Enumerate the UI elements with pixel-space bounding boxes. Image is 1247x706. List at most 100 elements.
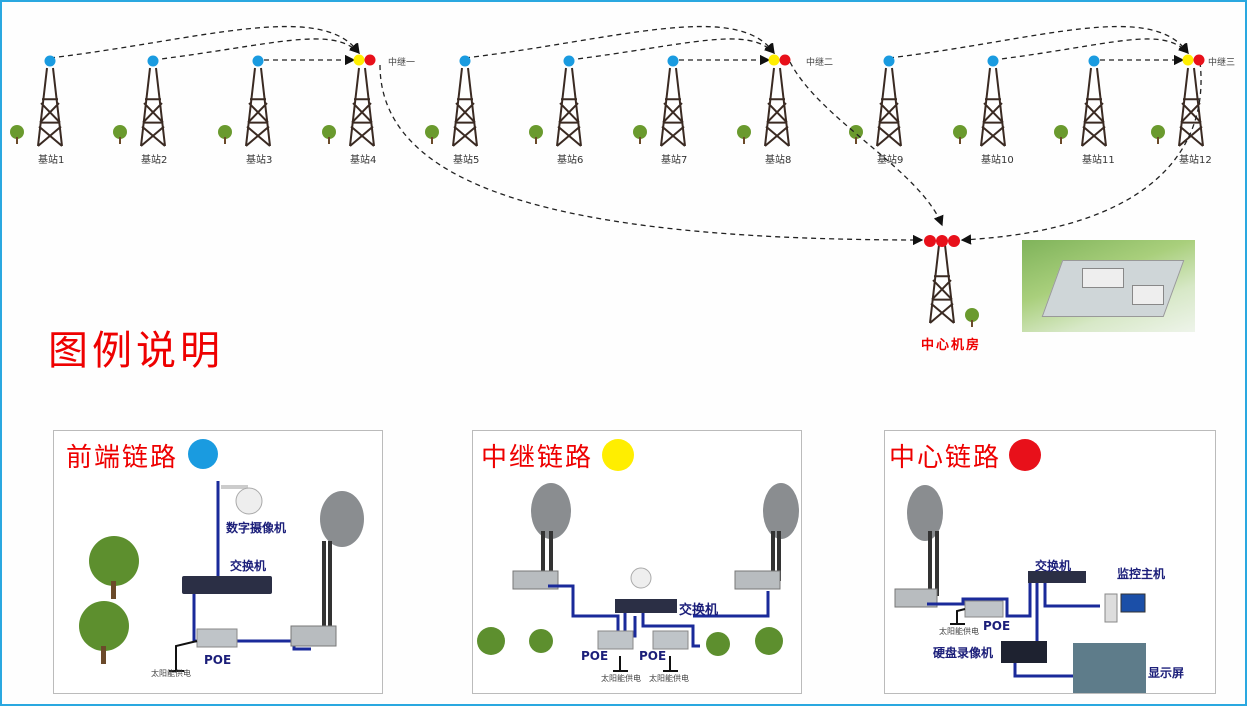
- tower-icon: [929, 244, 955, 324]
- tower-icon: [349, 67, 375, 147]
- station-label: 基站9: [877, 155, 904, 166]
- camera-label: 数字摄像机: [226, 521, 287, 535]
- tree-icon: [633, 125, 647, 139]
- camera-icon: [235, 487, 263, 515]
- poe-label-1: POE: [581, 649, 609, 663]
- poe-icon: [652, 630, 689, 650]
- tree-icon: [322, 125, 336, 139]
- tree-icon: [425, 125, 439, 139]
- substation-image: [1022, 240, 1195, 332]
- station-label: 基站2: [141, 155, 168, 166]
- relay-label-2: 中继二: [806, 58, 834, 68]
- tree-icon: [737, 125, 751, 139]
- dish-antenna-icon: [320, 491, 364, 547]
- poe-icon: [196, 628, 238, 648]
- station-label: 基站6: [557, 155, 584, 166]
- tower-icon: [452, 67, 478, 147]
- solar-label-1: 太阳能供电: [601, 674, 641, 683]
- relay-dot-icon: [602, 439, 634, 471]
- legend-title: 图例说明: [48, 328, 224, 374]
- tree-icon: [477, 627, 505, 655]
- center-dot-icon: [1193, 54, 1205, 66]
- tree-icon: [10, 125, 24, 139]
- link-line: [789, 61, 944, 227]
- nvr-icon: [1001, 641, 1047, 663]
- radio-icon: [290, 625, 337, 647]
- poe-icon: [597, 630, 634, 650]
- panel-title: 前端链路: [66, 443, 179, 473]
- display-wall-icon: [1073, 643, 1146, 693]
- switch-icon: [182, 576, 272, 594]
- station-label: 基站3: [246, 155, 273, 166]
- tower-icon: [140, 67, 166, 147]
- tree-icon: [755, 627, 783, 655]
- poe-icon: [964, 600, 1004, 618]
- tower-icon: [1081, 67, 1107, 147]
- switch-icon: [615, 599, 677, 613]
- tree-icon: [849, 125, 863, 139]
- poe-label: POE: [204, 653, 232, 667]
- switch-label: 交换机: [1035, 559, 1072, 573]
- panel-title: 中心链路: [889, 443, 1002, 473]
- solar-label: 太阳能供电: [939, 627, 979, 636]
- tree-icon: [529, 629, 553, 653]
- frontend-dot-icon: [563, 55, 575, 67]
- switch-label: 交换机: [679, 603, 719, 618]
- pc-tower-icon: [1104, 593, 1118, 623]
- poe-label: POE: [983, 619, 1011, 633]
- relay-dot-icon: [1182, 54, 1194, 66]
- frontend-dot-icon: [44, 55, 56, 67]
- station-label: 基站10: [981, 155, 1014, 166]
- solar-label: 太阳能供电: [151, 669, 191, 678]
- solar-label-2: 太阳能供电: [649, 674, 689, 683]
- tower-icon: [980, 67, 1006, 147]
- monitor-icon: [1120, 593, 1146, 613]
- tower-icon: [556, 67, 582, 147]
- switch-icon: [1028, 571, 1086, 583]
- tree-icon: [1054, 125, 1068, 139]
- link-line: [464, 25, 775, 59]
- tree-icon: [79, 601, 129, 651]
- panel-relay-link: 中继链路 交换机 POE POE 太阳能供电 太阳能供电: [472, 430, 802, 694]
- frontend-dot-icon: [459, 55, 471, 67]
- display-label: 显示屏: [1148, 666, 1185, 680]
- radio-icon: [894, 588, 938, 608]
- frontend-dot-icon: [667, 55, 679, 67]
- station-label: 基站7: [661, 155, 688, 166]
- tree-icon: [965, 308, 979, 322]
- tower-icon: [764, 67, 790, 147]
- tree-icon: [706, 632, 730, 656]
- tower-icon: [37, 67, 63, 147]
- center-room-label: 中心机房: [921, 338, 982, 353]
- tower-icon: [660, 67, 686, 147]
- radio-icon: [512, 570, 559, 590]
- station-label: 基站12: [1179, 155, 1212, 166]
- tree-icon: [218, 125, 232, 139]
- panel-title: 中继链路: [481, 443, 594, 473]
- frontend-dot-icon: [188, 439, 218, 469]
- host-label: 监控主机: [1117, 567, 1166, 581]
- station-label: 基站1: [38, 155, 65, 166]
- nvr-label: 硬盘录像机: [933, 646, 994, 660]
- tree-icon: [113, 125, 127, 139]
- panel-center-link: 中心链路 交换机 监控主机 POE 太阳能供电 硬盘录像机 显示屏: [884, 430, 1216, 694]
- switch-label: 交换机: [230, 559, 267, 573]
- frontend-dot-icon: [147, 55, 159, 67]
- relay-label-1: 中继一: [388, 58, 416, 68]
- link-line: [49, 25, 360, 59]
- dish-antenna-icon: [907, 485, 943, 541]
- poe-label-2: POE: [639, 649, 667, 663]
- tower-icon: [876, 67, 902, 147]
- relay-dot-icon: [768, 54, 780, 66]
- panel-frontend-link: 前端链路 数字摄像机 交换机 POE 太阳能供电: [53, 430, 383, 694]
- tree-icon: [953, 125, 967, 139]
- link-line: [379, 64, 924, 246]
- tower-icon: [245, 67, 271, 147]
- tree-icon: [529, 125, 543, 139]
- frontend-dot-icon: [883, 55, 895, 67]
- frontend-dot-icon: [1088, 55, 1100, 67]
- camera-icon: [630, 567, 652, 589]
- frontend-dot-icon: [987, 55, 999, 67]
- radio-icon: [734, 570, 781, 590]
